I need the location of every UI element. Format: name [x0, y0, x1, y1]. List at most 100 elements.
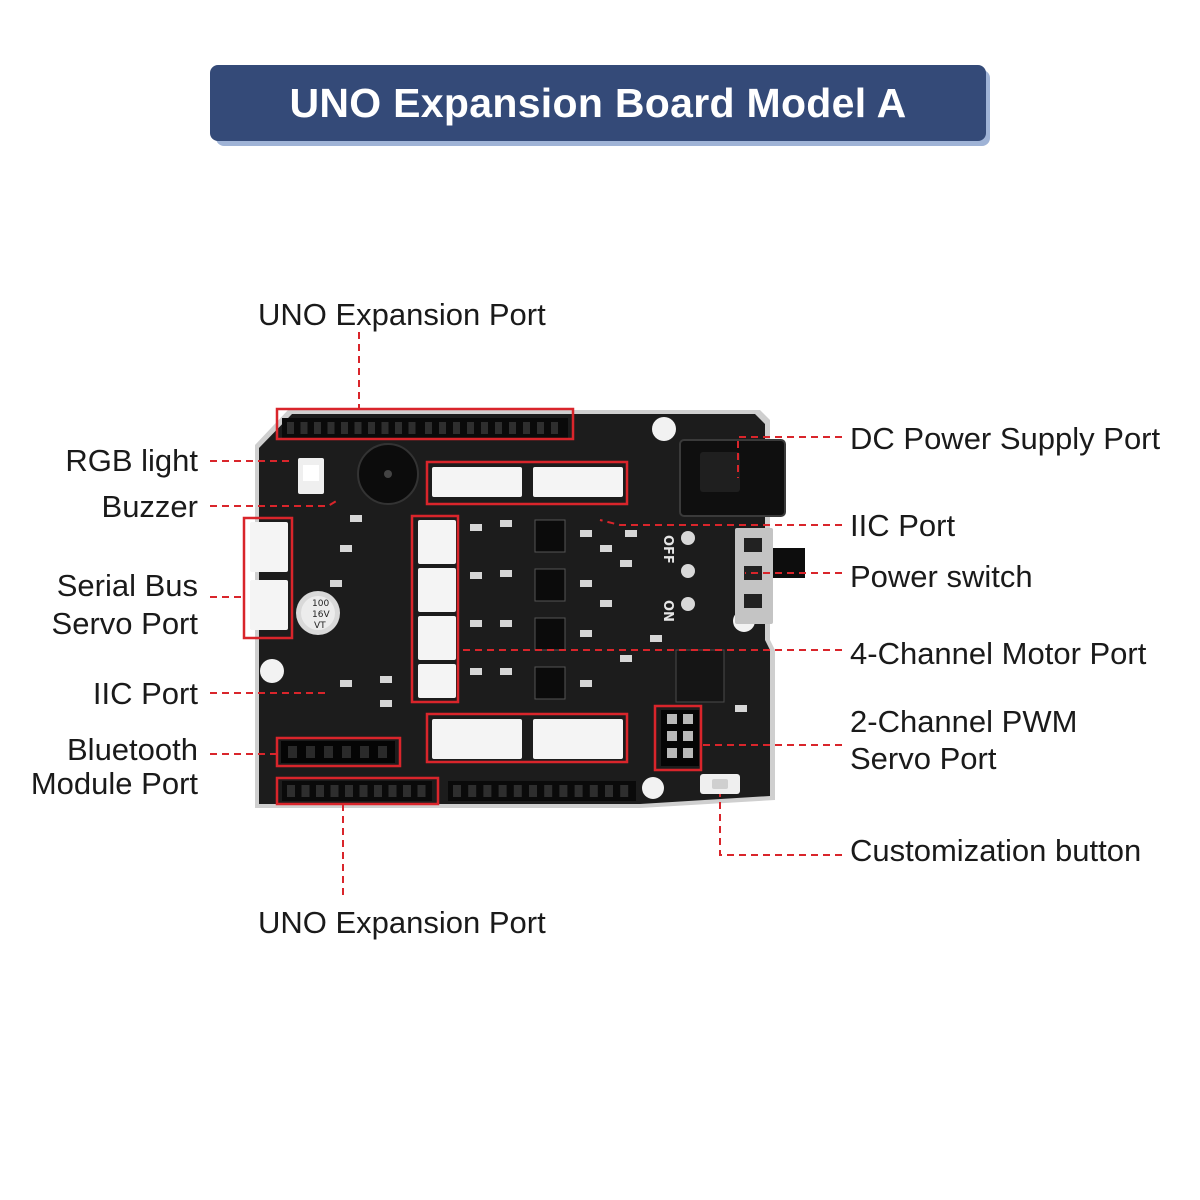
header-pin — [316, 785, 324, 797]
label-bluetooth-2: Module Port — [30, 766, 198, 801]
motor-driver-chip — [534, 519, 566, 553]
header-pin — [360, 746, 369, 758]
power-switch-slot — [744, 594, 762, 608]
header-pin — [468, 785, 477, 797]
switch-terminal — [681, 564, 695, 578]
header-pin — [509, 422, 516, 434]
smd-part — [330, 580, 342, 587]
smd-part — [600, 545, 612, 552]
motor-connector-1 — [418, 520, 456, 564]
pwm-servo-pins — [661, 710, 699, 766]
header-pin — [342, 746, 351, 758]
power-switch-slot — [744, 538, 762, 552]
motor-connector-4 — [418, 664, 456, 698]
switch-terminal — [681, 597, 695, 611]
bottom-header-pins — [287, 785, 629, 797]
header-pin — [589, 785, 598, 797]
header-pin — [481, 422, 488, 434]
switch-off-label: OFF — [660, 535, 675, 564]
mounting-hole — [642, 777, 664, 799]
smd-part — [620, 655, 632, 662]
header-pin — [388, 785, 397, 797]
label-iic-left: IIC Port — [92, 676, 198, 711]
smd-part — [580, 680, 592, 687]
header-pin — [544, 785, 553, 797]
label-custom-button: Customization button — [850, 833, 1142, 868]
header-pin — [378, 746, 387, 758]
motor-driver-chip — [534, 666, 566, 700]
header-pin — [288, 746, 297, 758]
header-pin — [495, 422, 502, 434]
smd-part — [470, 668, 482, 675]
label-iic-right: IIC Port — [850, 508, 956, 543]
smd-part — [650, 635, 662, 642]
header-pin — [574, 785, 583, 797]
label-serial-bus-2: Servo Port — [51, 606, 198, 641]
pwm-servo-pin — [683, 714, 693, 724]
leader-buzzer — [210, 499, 339, 507]
customization-button-cap — [712, 779, 728, 789]
header-pin — [529, 785, 537, 797]
bus-servo-connector-2 — [250, 580, 288, 630]
label-motor-port: 4-Channel Motor Port — [850, 636, 1147, 671]
header-pin — [324, 746, 333, 758]
smd-part — [380, 676, 392, 683]
label-pwm-2: Servo Port — [850, 741, 997, 776]
pwm-servo-pin — [667, 748, 677, 758]
bottom-header-right — [448, 781, 636, 801]
label-bluetooth-1: Bluetooth — [67, 732, 198, 767]
header-pin — [359, 785, 368, 797]
motor-driver-chip — [534, 617, 566, 651]
iic-connector-bottom-2 — [533, 719, 623, 759]
highlight-uno-port-top — [275, 407, 575, 441]
header-pin — [300, 422, 308, 434]
voltage-regulator — [675, 649, 725, 703]
header-pin — [605, 785, 613, 797]
bluetooth-header-pins — [288, 746, 387, 758]
header-pin — [403, 785, 411, 797]
highlight-uno-port-bottom — [275, 776, 440, 806]
highlight-bluetooth — [275, 736, 402, 768]
header-pin — [417, 785, 426, 797]
smd-part — [500, 520, 512, 527]
capacitor-label-1: 100 — [312, 599, 329, 609]
smd-components — [330, 515, 747, 712]
header-pin — [301, 785, 310, 797]
header-pin — [551, 422, 558, 434]
switch-on-label: ON — [660, 600, 675, 622]
smd-part — [500, 570, 512, 577]
header-pin — [327, 422, 335, 434]
buzzer-hole — [384, 470, 392, 478]
highlight-motor-port — [410, 514, 460, 704]
header-pin — [559, 785, 568, 797]
iic-connector-bottom-1 — [432, 719, 522, 759]
header-pin — [314, 422, 321, 434]
mounting-hole — [260, 659, 284, 683]
top-header-pins — [287, 422, 558, 434]
header-pin — [330, 785, 339, 797]
header-pin — [467, 422, 474, 434]
header-pin — [453, 422, 460, 434]
header-pin — [425, 422, 432, 434]
label-uno-port-top: UNO Expansion Port — [258, 297, 546, 332]
smd-part — [500, 668, 512, 675]
header-pin — [453, 785, 461, 797]
header-pin — [287, 785, 295, 797]
header-pin — [354, 422, 362, 434]
smd-part — [470, 620, 482, 627]
bluetooth-header — [281, 741, 395, 763]
bus-servo-connector-1 — [250, 522, 288, 572]
header-pin — [381, 422, 389, 434]
smd-part — [600, 600, 612, 607]
smd-part — [580, 580, 592, 587]
header-pin — [439, 422, 446, 434]
header-pin — [537, 422, 544, 434]
capacitor-label-3: VT — [314, 621, 326, 631]
page-title: UNO Expansion Board Model A — [289, 79, 907, 126]
title-banner: UNO Expansion Board Model A — [210, 65, 986, 141]
mounting-hole — [652, 417, 676, 441]
iic-connector-top-1 — [432, 467, 522, 497]
pwm-servo-pin — [667, 714, 677, 724]
label-power-switch: Power switch — [850, 559, 1033, 594]
highlight-iic-top — [425, 460, 629, 506]
